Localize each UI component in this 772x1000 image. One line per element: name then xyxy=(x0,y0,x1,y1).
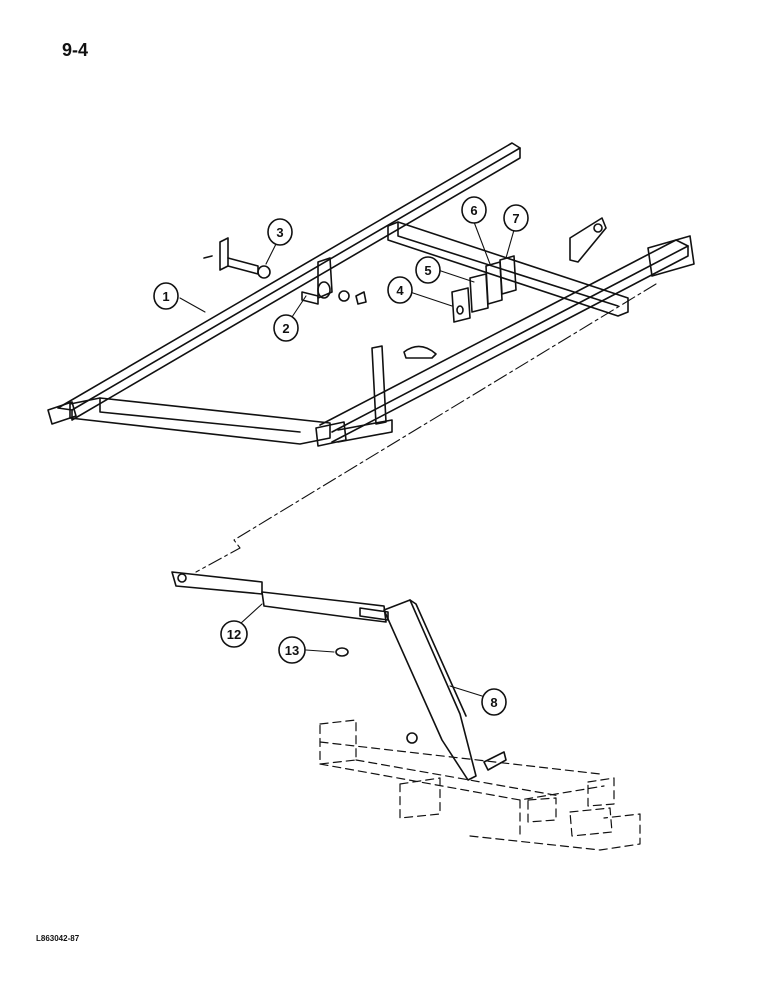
callout-8: 8 xyxy=(481,688,507,716)
pin-part-3 xyxy=(203,237,271,279)
phantom-tractor-frame xyxy=(319,719,641,851)
bracket-part-2 xyxy=(301,257,367,305)
callout-2-label: 2 xyxy=(282,321,289,336)
callout-12-label: 12 xyxy=(227,627,241,642)
main-frame xyxy=(47,142,695,447)
callout-5: 5 xyxy=(415,256,441,284)
centerline xyxy=(195,283,657,573)
callout-12: 12 xyxy=(220,620,248,648)
callout-7: 7 xyxy=(503,204,529,232)
callouts: 1 2 3 4 5 6 7 8 xyxy=(153,196,529,716)
callout-6: 6 xyxy=(461,196,487,224)
callout-13: 13 xyxy=(278,636,306,664)
telescoping-arm-part-12 xyxy=(171,571,389,623)
callout-5-label: 5 xyxy=(424,263,431,278)
callout-2: 2 xyxy=(273,314,299,342)
callout-4-label: 4 xyxy=(396,283,404,298)
spacer-plates-4-7 xyxy=(451,255,517,323)
callout-4: 4 xyxy=(387,276,413,304)
callout-8-label: 8 xyxy=(490,695,497,710)
callout-3-label: 3 xyxy=(276,225,283,240)
callout-3: 3 xyxy=(267,218,293,246)
callout-7-label: 7 xyxy=(512,211,519,226)
callout-6-label: 6 xyxy=(470,203,477,218)
page-number: 9-4 xyxy=(62,40,89,60)
figure-code: L863042-87 xyxy=(36,934,80,943)
callout-1-label: 1 xyxy=(162,289,169,304)
callout-1: 1 xyxy=(153,282,179,310)
leader-lines xyxy=(179,221,515,697)
angled-arm-part-8 xyxy=(383,599,507,781)
roll-pin-part-13 xyxy=(335,647,349,657)
callout-13-label: 13 xyxy=(285,643,299,658)
